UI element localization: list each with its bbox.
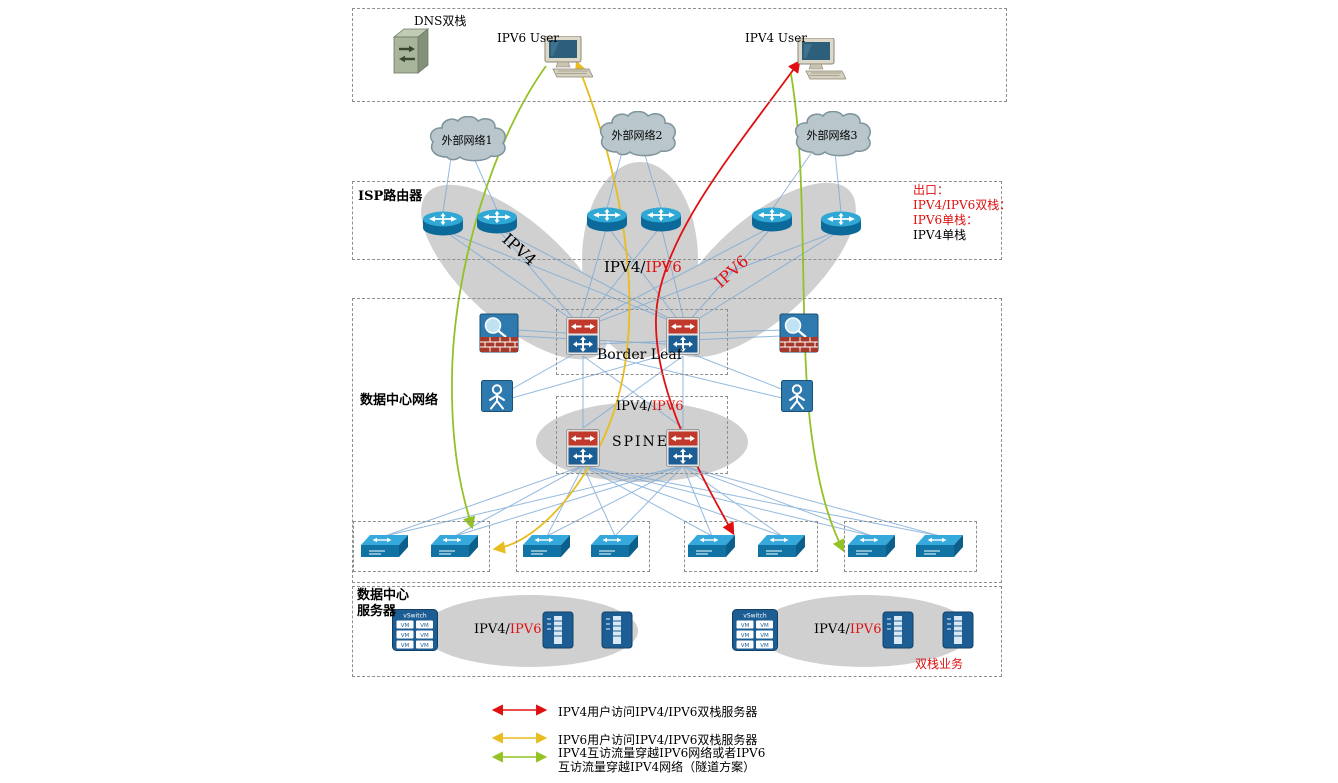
cloud-label-1: 外部网络1 bbox=[441, 134, 493, 147]
legend-arrows bbox=[491, 704, 548, 763]
egress-note-line-1: 出口： bbox=[913, 183, 950, 197]
dc-network-zone bbox=[352, 298, 1002, 583]
legend-text-green-2: 互访流量穿越IPV4网络（隧道方案） bbox=[558, 760, 756, 774]
cloud-label-3: 外部网络3 bbox=[806, 129, 858, 142]
server-dual-left-prefix: IPV4/ bbox=[474, 622, 510, 637]
legend-text-red: IPV4用户访问IPV4/IPV6双栈服务器 bbox=[558, 705, 758, 719]
isp-zone-title: ISP路由器 bbox=[358, 189, 423, 204]
server-dual-left-suffix: IPV6 bbox=[509, 622, 542, 637]
isp-zone bbox=[352, 181, 1002, 260]
ipv6-flow-arrow bbox=[492, 60, 631, 554]
dual-blob-label-suffix: IPV6 bbox=[645, 258, 682, 276]
cloud-label-2: 外部网络2 bbox=[611, 129, 663, 142]
egress-note-line-4: IPV4单栈 bbox=[913, 228, 967, 242]
spine-dual-label-prefix: IPV4/ bbox=[616, 399, 652, 414]
server-dual-right-prefix: IPV4/ bbox=[814, 622, 850, 637]
ipv4-flow-arrow bbox=[655, 59, 801, 536]
server-zone-title-line-1: 数据中心 bbox=[357, 588, 410, 603]
leaf-group-box-2 bbox=[516, 521, 650, 572]
ipv6-user-label: IPV6 User bbox=[497, 31, 560, 45]
spine-label: SPINE bbox=[612, 434, 670, 450]
egress-note: 出口： IPV4/IPV6双栈： IPV6单栈： IPV4单栈 bbox=[913, 183, 1011, 243]
leaf-group-box-4 bbox=[844, 521, 977, 572]
leaf-group-box-3 bbox=[684, 521, 818, 572]
dns-label: DNS双栈 bbox=[414, 14, 467, 28]
border-leaf-box bbox=[556, 309, 728, 375]
dual-blob-label-prefix: IPV4/ bbox=[604, 258, 646, 276]
server-zone-title: 数据中心 服务器 bbox=[357, 588, 409, 620]
server-dual-right-suffix: IPV6 bbox=[849, 622, 882, 637]
spine-dual-label-suffix: IPV6 bbox=[651, 399, 684, 414]
dc-network-title: 数据中心网络 bbox=[360, 393, 439, 408]
spine-box bbox=[556, 396, 728, 474]
legend-text-green-1: IPV4互访流量穿越IPV6网络或者IPV6 bbox=[558, 746, 766, 760]
egress-note-line-2: IPV4/IPV6双栈： bbox=[913, 198, 1012, 212]
user-zone bbox=[352, 8, 1007, 102]
dual-business-label: 双栈业务 bbox=[915, 657, 964, 671]
dual-blob-label: IPV4/IPV6 bbox=[604, 258, 682, 276]
server-zone-title-line-2: 服务器 bbox=[357, 604, 397, 619]
server-dual-label-right: IPV4/IPV6 bbox=[814, 622, 881, 637]
egress-note-line-3: IPV6单栈： bbox=[913, 213, 979, 227]
ipv4-user-label: IPV4 User bbox=[745, 31, 808, 45]
tunnel-flow-arrow-left bbox=[451, 65, 547, 530]
server-blob-left bbox=[422, 595, 638, 667]
spine-dual-label: IPV4/IPV6 bbox=[616, 399, 683, 414]
leaf-group-box-1 bbox=[353, 521, 490, 572]
server-zone bbox=[352, 586, 1002, 677]
border-leaf-label: Border Leaf bbox=[597, 347, 682, 363]
legend-text-gold: IPV6用户访问IPV4/IPV6双栈服务器 bbox=[558, 733, 758, 747]
server-blob-right bbox=[756, 595, 972, 667]
server-dual-label-left: IPV4/IPV6 bbox=[474, 622, 541, 637]
